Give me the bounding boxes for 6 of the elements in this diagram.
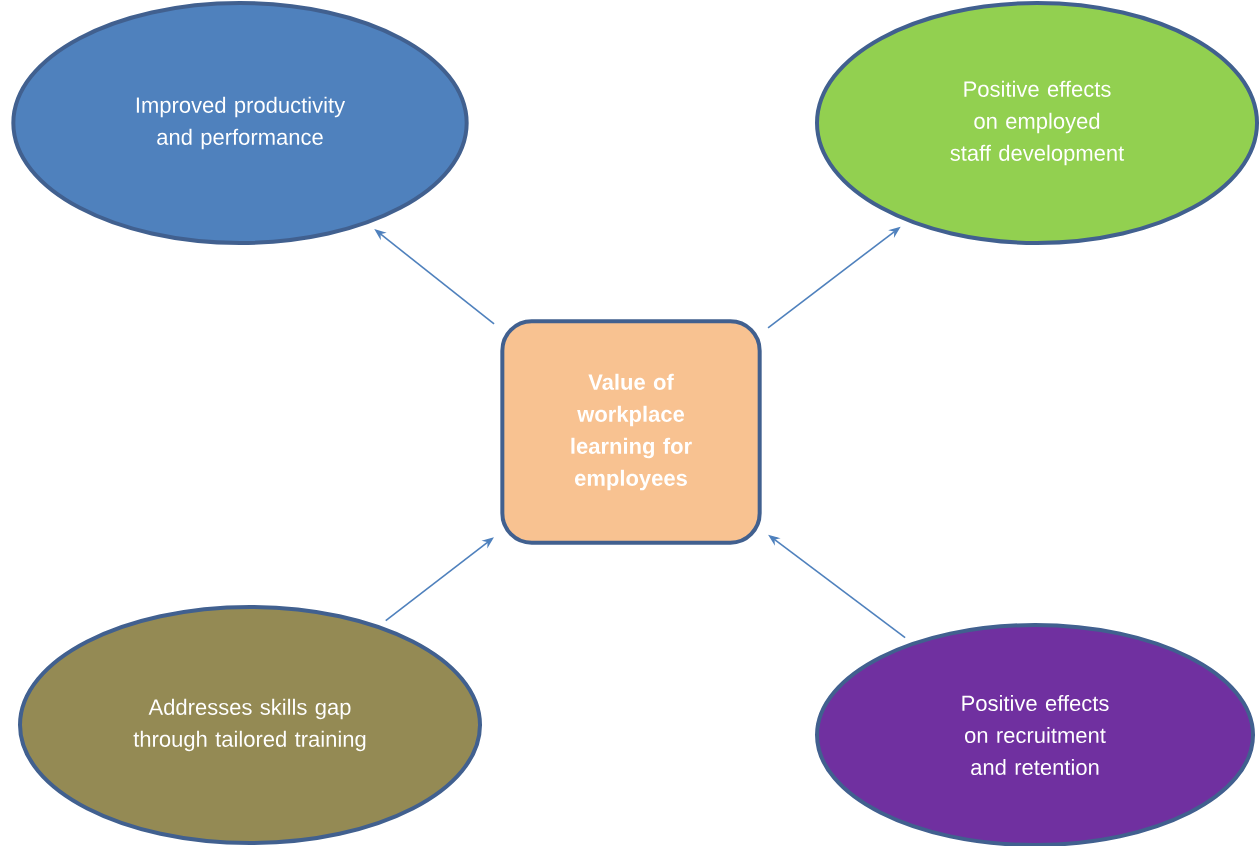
ellipse-node: Improved productivity and performance: [11, 1, 469, 245]
ellipse-node: Addresses skills gap through tailored training: [18, 605, 482, 845]
center-box: Value of workplace learning for employees: [500, 319, 762, 545]
ellipse-node: Positive effects on recruitment and retention: [815, 623, 1255, 846]
ellipse-node: Positive effects on employed staff development: [815, 1, 1259, 245]
arrow: [384, 537, 494, 622]
